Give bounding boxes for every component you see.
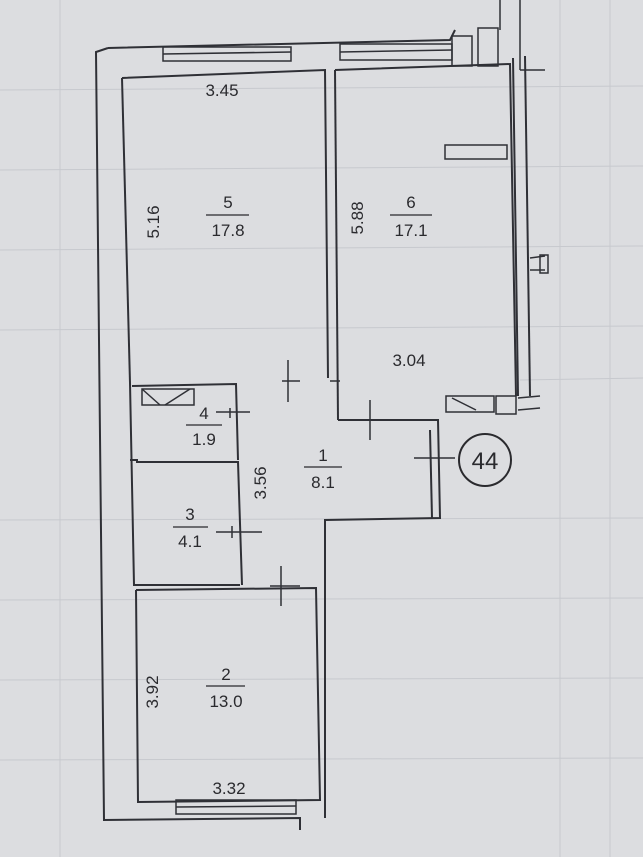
room-5-width-dimension: 3.45 — [205, 81, 238, 100]
room-1-area: 8.1 — [311, 473, 335, 492]
ventilation-shafts — [141, 388, 541, 415]
room-2-length-dimension: 3.92 — [143, 675, 162, 708]
pipe-marker — [539, 254, 549, 274]
windows — [162, 0, 549, 815]
balcony-frame — [477, 27, 499, 67]
room-6-number: 6 — [406, 193, 415, 212]
apartment-number-circle — [458, 433, 512, 487]
room-2-area: 13.0 — [209, 692, 242, 711]
room-3-number: 3 — [185, 505, 194, 524]
vent-box-right — [495, 395, 517, 415]
room-2-width-dimension: 3.32 — [212, 779, 245, 798]
room-5-area: 17.8 — [211, 221, 244, 240]
room-6-length-dimension: 5.88 — [348, 201, 367, 234]
room-4-area: 1.9 — [192, 430, 216, 449]
door-marks — [216, 360, 455, 606]
room-3-area: 4.1 — [178, 532, 202, 551]
room-4-number: 4 — [199, 404, 208, 423]
room-6-area: 17.1 — [394, 221, 427, 240]
room-2-number: 2 — [221, 665, 230, 684]
vent-shaft-left — [141, 388, 195, 406]
fraction-lines — [173, 214, 432, 687]
hall-length-dimension: 3.56 — [251, 466, 270, 499]
room-6-width-dimension: 3.04 — [392, 351, 425, 370]
wall-ledge — [444, 144, 508, 160]
room-5-number: 5 — [223, 193, 232, 212]
vent-shaft-right — [445, 395, 495, 413]
apartment-number: 44 — [472, 448, 499, 475]
room-5-length-dimension: 5.16 — [144, 205, 163, 238]
window-pier — [451, 35, 473, 67]
room-1-number: 1 — [318, 446, 327, 465]
outer-walls — [94, 29, 531, 830]
